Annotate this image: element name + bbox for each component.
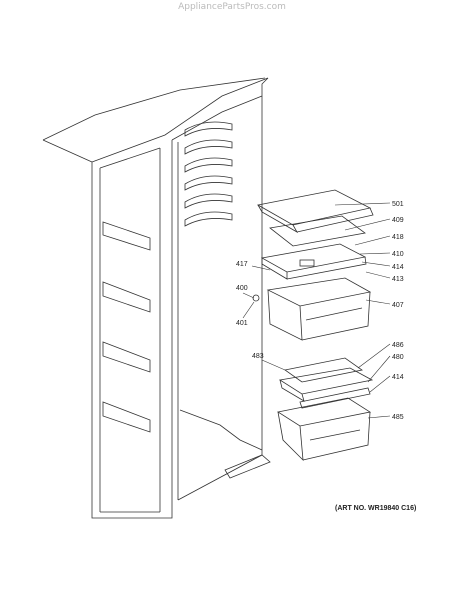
glass-shelf-409	[269, 215, 366, 247]
pan-cover-486	[284, 357, 363, 383]
art-number: (ART NO. WR19840 C16)	[335, 505, 417, 512]
callout-401: 401	[236, 320, 248, 327]
callout-485: 485	[392, 414, 404, 421]
callout-414: 414	[392, 264, 404, 271]
part-400	[252, 294, 260, 302]
deli-drawer-485	[276, 397, 372, 462]
shelf-cover-501	[256, 189, 374, 234]
callout-413: 413	[392, 276, 404, 283]
rail-414	[299, 387, 371, 409]
crisper-drawer-407	[266, 277, 372, 341]
pan-frame-418	[260, 243, 367, 280]
callout-410: 410	[392, 251, 404, 258]
callout-480: 480	[392, 354, 404, 361]
callout-400: 400	[236, 285, 248, 292]
callout-418: 418	[392, 234, 404, 241]
refrigerator-cabinet	[42, 77, 271, 519]
callout-414b: 414	[392, 374, 404, 381]
callout-409: 409	[392, 217, 404, 224]
callout-486: 486	[392, 342, 404, 349]
callout-417: 417	[236, 261, 248, 268]
leader-lines	[242, 202, 391, 419]
pan-frame-480	[278, 367, 374, 402]
watermark: AppliancePartsPros.com	[178, 2, 286, 12]
callout-483: 483	[252, 353, 264, 360]
callout-407: 407	[392, 302, 404, 309]
callout-labels: 501 409 418 410 414 413 407 417 400 401 …	[236, 201, 404, 421]
callout-501: 501	[392, 201, 404, 208]
